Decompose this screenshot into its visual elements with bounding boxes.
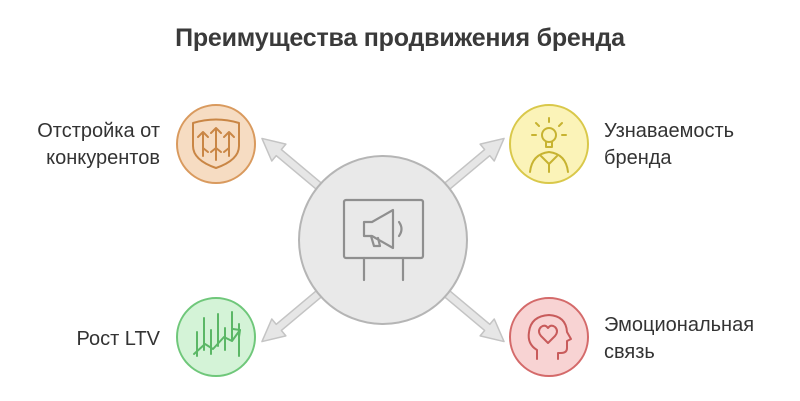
growth-chart-icon [193,311,241,357]
badge-top-right [509,104,589,184]
label-ltv-growth: Рост LTV [77,326,161,353]
badge-bottom-left [176,297,256,377]
label-competitor-differentiation: Отстройка от конкурентов [37,118,160,172]
presentation-megaphone-icon [342,198,425,282]
label-line: Узнаваемость [604,120,735,142]
arrows-up-shield-icon [192,118,240,169]
page-title: Преимущества продвижения бренда [175,24,625,52]
badge-bottom-right [509,297,589,377]
label-line: Рост LTV [76,328,161,350]
center-circle [298,155,468,325]
heart-head-icon [527,314,572,360]
label-line: Эмоциональная [604,314,755,336]
label-line: Отстройка от [37,120,160,142]
label-brand-awareness: Узнаваемость бренда [604,118,734,172]
label-line: бренда [604,147,672,169]
lightbulb-person-icon [529,117,569,173]
label-line: конкурентов [46,147,160,169]
label-emotional-connection: Эмоциональная связь [604,312,754,366]
label-line: связь [604,341,655,363]
badge-top-left [176,104,256,184]
